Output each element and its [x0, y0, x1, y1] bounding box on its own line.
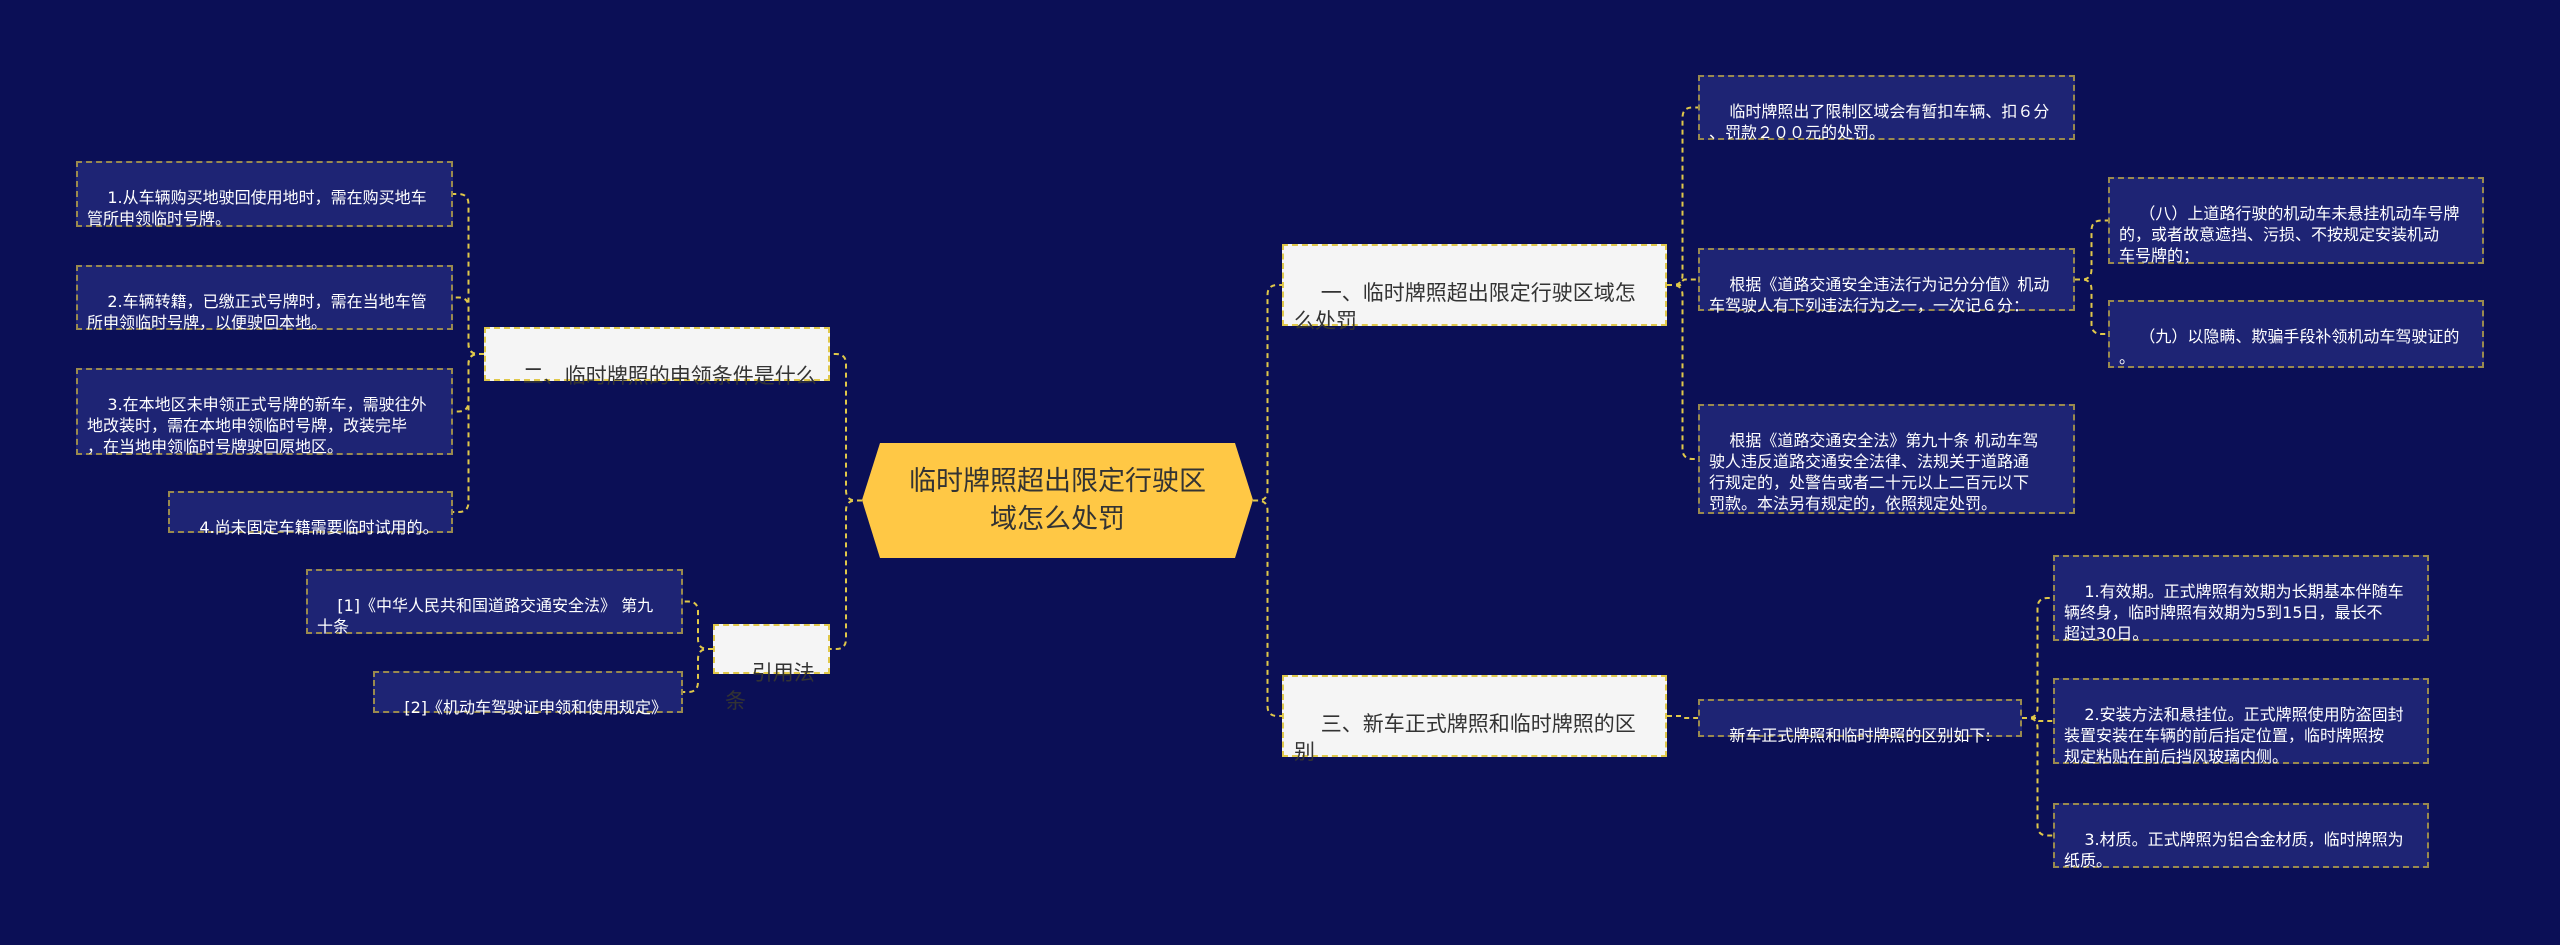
- leaf-text: 根据《道路交通安全法》第九十条 机动车驾 驶人违反道路交通安全法律、法规关于道路…: [1709, 431, 2039, 513]
- leaf-citation-1[interactable]: [1]《中华人民共和国道路交通安全法》 第九 十条: [306, 569, 683, 636]
- leaf-difference-material[interactable]: 3.材质。正式牌照为铝合金材质，临时牌照为 纸质。: [2053, 803, 2429, 870]
- connector-b2-b2_2: [453, 296, 484, 355]
- connector-b1-b1_1: [1667, 106, 1698, 286]
- leaf-rule-item-8[interactable]: （八）上道路行驶的机动车未悬挂机动车号牌 的，或者故意遮挡、污损、不按规定安装机…: [2108, 177, 2484, 265]
- connector-b3_1-b3_1_1: [2022, 597, 2053, 719]
- branch-label: 一、临时牌照超出限定行驶区域怎 么处罚: [1294, 281, 1636, 333]
- branch-topic-plate-differences[interactable]: 三、新车正式牌照和临时牌照的区 别: [1282, 675, 1667, 764]
- leaf-text: 4.尚未固定车籍需要临时试用的。: [199, 518, 439, 537]
- connector-b2-b2_1: [453, 193, 484, 355]
- branch-label: 二、临时牌照的申领条件是什么: [522, 364, 817, 388]
- leaf-text: 2.安装方法和悬挂位。正式牌照使用防盗固封 装置安装在车辆的前后指定位置，临时牌…: [2064, 705, 2404, 766]
- connector-b1-b1_3: [1667, 284, 1698, 460]
- branch-topic-application-conditions[interactable]: 二、临时牌照的申领条件是什么: [484, 327, 830, 388]
- connector-b4-b4_2: [683, 648, 713, 693]
- leaf-text: 临时牌照出了限制区域会有暂扣车辆、扣６分 、罚款２００元的处罚。: [1709, 102, 2050, 142]
- leaf-law-article-90[interactable]: 根据《道路交通安全法》第九十条 机动车驾 驶人违反道路交通安全法律、法规关于道路…: [1698, 404, 2075, 514]
- connector-root-b3: [1253, 499, 1282, 717]
- branch-label: 引用法条: [725, 661, 815, 713]
- leaf-difference-installation[interactable]: 2.安装方法和悬挂位。正式牌照使用防盗固封 装置安装在车辆的前后指定位置，临时牌…: [2053, 678, 2429, 766]
- leaf-condition-2[interactable]: 2.车辆转籍，已缴正式号牌时，需在当地车管 所申领临时号牌，以便驶回本地。: [76, 265, 453, 332]
- connector-b1_2-b1_2_2: [2075, 278, 2108, 335]
- leaf-text: （八）上道路行驶的机动车未悬挂机动车号牌 的，或者故意遮挡、污损、不按规定安装机…: [2119, 204, 2460, 265]
- leaf-rule-item-9[interactable]: （九）以隐瞒、欺骗手段补领机动车驾驶证的 。: [2108, 300, 2484, 368]
- branch-topic-penalty[interactable]: 一、临时牌照超出限定行驶区域怎 么处罚: [1282, 244, 1667, 333]
- leaf-penalty-summary[interactable]: 临时牌照出了限制区域会有暂扣车辆、扣６分 、罚款２００元的处罚。: [1698, 75, 2075, 142]
- branch-topic-cited-laws[interactable]: 引用法条: [713, 624, 830, 713]
- connector-root-b4: [830, 499, 862, 650]
- leaf-citation-2[interactable]: [2]《机动车驾驶证申领和使用规定》: [373, 671, 683, 717]
- leaf-text: （九）以隐瞒、欺骗手段补领机动车驾驶证的 。: [2119, 327, 2460, 367]
- connector-root-b1: [1253, 284, 1282, 502]
- leaf-condition-4[interactable]: 4.尚未固定车籍需要临时试用的。: [168, 491, 453, 537]
- root-topic[interactable]: 临时牌照超出限定行驶区 域怎么处罚: [862, 443, 1253, 558]
- leaf-text: 1.从车辆购买地驶回使用地时，需在购买地车 管所申领临时号牌。: [87, 188, 427, 228]
- connector-b3-b3_1: [1667, 715, 1698, 719]
- connector-b2-b2_4: [453, 353, 484, 513]
- leaf-scoring-rule[interactable]: 根据《道路交通安全违法行为记分分值》机动 车驾驶人有下列违法行为之一，一次记６分…: [1698, 248, 2075, 315]
- leaf-text: 3.材质。正式牌照为铝合金材质，临时牌照为 纸质。: [2064, 830, 2404, 870]
- root-label: 临时牌照超出限定行驶区 域怎么处罚: [909, 465, 1206, 535]
- leaf-differences-intro[interactable]: 新车正式牌照和临时牌照的区别如下:: [1698, 699, 2022, 745]
- leaf-text: [2]《机动车驾驶证申领和使用规定》: [404, 698, 668, 717]
- connector-b3_1-b3_1_3: [2022, 717, 2053, 837]
- leaf-condition-1[interactable]: 1.从车辆购买地驶回使用地时，需在购买地车 管所申领临时号牌。: [76, 161, 453, 228]
- connector-b4-b4_1: [683, 600, 713, 650]
- branch-label: 三、新车正式牌照和临时牌照的区 别: [1294, 712, 1636, 764]
- leaf-text: [1]《中华人民共和国道路交通安全法》 第九 十条: [317, 596, 654, 636]
- connector-b1_2-b1_2_1: [2075, 219, 2108, 281]
- root-hexagon-shape: [862, 443, 1253, 558]
- leaf-text: 1.有效期。正式牌照有效期为长期基本伴随车 辆终身，临时牌照有效期为5到15日，…: [2064, 582, 2404, 643]
- leaf-text: 3.在本地区未申领正式号牌的新车，需驶往外 地改装时，需在本地申领临时号牌，改装…: [87, 395, 427, 456]
- leaf-condition-3[interactable]: 3.在本地区未申领正式号牌的新车，需驶往外 地改装时，需在本地申领临时号牌，改装…: [76, 368, 453, 456]
- connector-b1-b1_2: [1667, 278, 1698, 286]
- leaf-text: 新车正式牌照和临时牌照的区别如下:: [1729, 726, 1991, 745]
- connector-root-b2: [830, 353, 862, 502]
- leaf-difference-validity[interactable]: 1.有效期。正式牌照有效期为长期基本伴随车 辆终身，临时牌照有效期为5到15日，…: [2053, 555, 2429, 643]
- leaf-text: 2.车辆转籍，已缴正式号牌时，需在当地车管 所申领临时号牌，以便驶回本地。: [87, 292, 427, 332]
- leaf-text: 根据《道路交通安全违法行为记分分值》机动 车驾驶人有下列违法行为之一，一次记６分…: [1709, 275, 2050, 315]
